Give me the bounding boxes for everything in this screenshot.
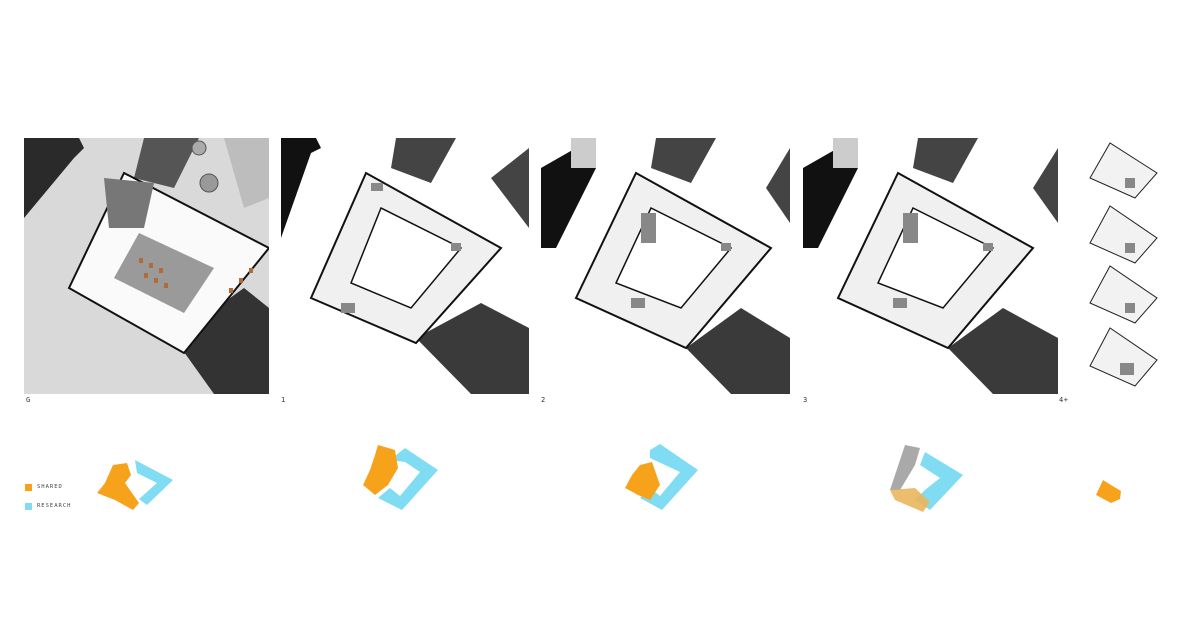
floor-label-ground: G [26,396,31,404]
floor-label-2: 2 [541,396,546,404]
legend-swatch-research [25,503,32,510]
program-diagram-ground [97,460,173,510]
legend-swatch-shared [25,484,32,491]
program-diagram-2 [625,444,698,510]
legend-label-shared: SHARED [37,484,63,490]
program-diagram-4plus [1096,480,1121,503]
floor-label-3: 3 [803,396,808,404]
floor-label-4plus: 4+ [1059,396,1069,404]
floor-plan-3 [803,138,1058,394]
floor-plan-2 [541,138,790,394]
floor-plans-upper [1089,142,1158,387]
program-diagram-1 [363,445,438,510]
program-diagram-3 [890,445,963,512]
floor-label-1: 1 [281,396,286,404]
floor-plan-1 [281,138,529,394]
legend-label-research: RESEARCH [37,503,72,509]
floor-plan-ground [24,138,269,394]
